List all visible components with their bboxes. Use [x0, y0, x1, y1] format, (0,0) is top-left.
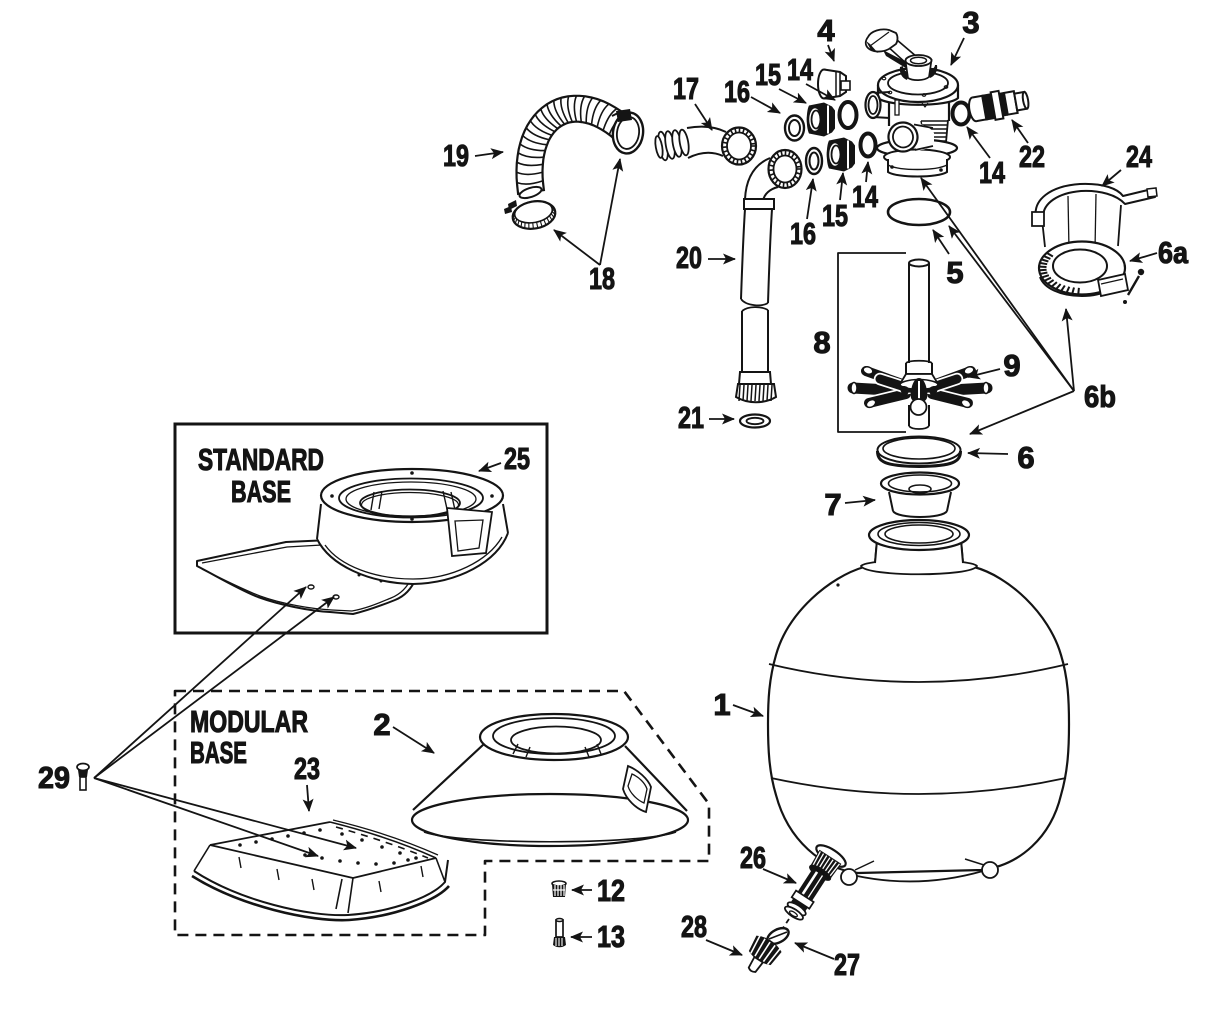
svg-text:7: 7 — [824, 487, 841, 522]
svg-text:27: 27 — [834, 947, 860, 982]
svg-text:15: 15 — [755, 57, 781, 92]
svg-text:BASE: BASE — [190, 735, 247, 770]
svg-text:14: 14 — [852, 179, 879, 214]
svg-text:15: 15 — [822, 198, 848, 233]
svg-text:25: 25 — [504, 441, 530, 476]
svg-text:5: 5 — [946, 255, 963, 290]
svg-text:3: 3 — [962, 5, 979, 40]
svg-text:13: 13 — [597, 919, 625, 954]
svg-text:21: 21 — [678, 400, 704, 435]
svg-text:MODULAR: MODULAR — [190, 704, 308, 739]
svg-text:26: 26 — [740, 840, 766, 875]
svg-text:29: 29 — [38, 760, 70, 795]
svg-text:14: 14 — [787, 52, 814, 87]
svg-text:12: 12 — [597, 873, 625, 908]
svg-text:19: 19 — [443, 138, 469, 173]
svg-text:14: 14 — [979, 155, 1006, 190]
svg-text:16: 16 — [790, 216, 816, 251]
svg-text:6: 6 — [1017, 440, 1034, 475]
svg-text:20: 20 — [676, 240, 702, 275]
svg-text:16: 16 — [724, 74, 750, 109]
svg-text:17: 17 — [673, 71, 699, 106]
svg-text:BASE: BASE — [231, 474, 291, 509]
svg-text:18: 18 — [589, 261, 615, 296]
svg-text:6b: 6b — [1084, 379, 1116, 414]
svg-text:24: 24 — [1126, 139, 1153, 174]
svg-text:28: 28 — [681, 909, 707, 944]
svg-text:8: 8 — [813, 325, 830, 360]
svg-text:STANDARD: STANDARD — [198, 442, 324, 477]
svg-text:6a: 6a — [1158, 235, 1189, 270]
svg-text:23: 23 — [294, 751, 320, 786]
svg-text:1: 1 — [713, 687, 730, 722]
svg-text:9: 9 — [1003, 348, 1020, 383]
svg-text:22: 22 — [1019, 139, 1045, 174]
svg-text:2: 2 — [373, 707, 390, 742]
svg-text:4: 4 — [817, 13, 835, 48]
